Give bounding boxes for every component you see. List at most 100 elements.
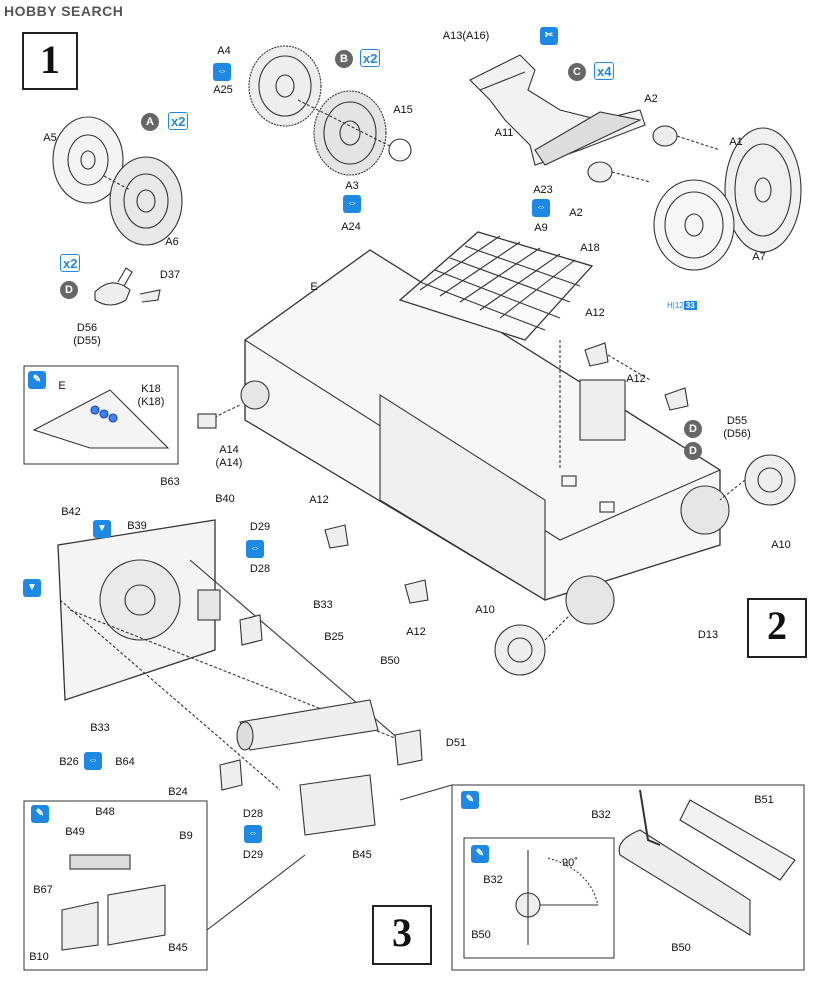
step-number-3: 3 (372, 905, 432, 965)
part-label: D28 (249, 563, 271, 575)
exhaust-b50 (236, 699, 379, 751)
part-label: (D55) (73, 335, 101, 347)
part-label: D13 (697, 629, 719, 641)
bushing-a2-upper (652, 125, 721, 151)
part-label: A10 (475, 604, 495, 616)
part-label: B10 (29, 951, 49, 963)
part-label: A1 (729, 136, 743, 148)
part-label: B32 (483, 874, 503, 886)
part-label: A3 (345, 180, 359, 192)
part-label: A6 (165, 236, 179, 248)
part-label: A24 (341, 221, 361, 233)
part-label: A12 (585, 307, 605, 319)
part-label: A18 (580, 242, 600, 254)
part-label: B50 (380, 655, 400, 667)
idler-a10-right (719, 454, 796, 506)
part-label: B40 (215, 493, 235, 505)
part-label: A5 (43, 132, 57, 144)
road-wheel-a6 (109, 156, 183, 246)
symmetric-part-icon: ⇔ (244, 825, 262, 843)
part-label: D51 (445, 737, 467, 749)
part-label: B26 (59, 756, 79, 768)
glue-icon: ✎ (461, 791, 479, 809)
part-label: A12 (406, 626, 426, 638)
part-label: D55 (726, 415, 748, 427)
box-b45 (299, 774, 376, 836)
part-a12-mid (324, 524, 349, 549)
part-label: B9 (179, 830, 193, 842)
part-label: D29 (242, 849, 264, 861)
part-label: A4 (217, 45, 231, 57)
part-label: B64 (115, 756, 135, 768)
group-badge-d-step2: D (684, 420, 702, 438)
glue-icon: ✎ (28, 371, 46, 389)
idler-a10-left (494, 614, 571, 676)
group-badge-d: D (60, 281, 78, 299)
part-label: A9 (534, 222, 548, 234)
quantity-badge-c: x4 (594, 62, 615, 80)
part-label: B51 (754, 794, 774, 806)
part-label: A2 (569, 207, 583, 219)
part-label: A10 (771, 539, 791, 551)
part-label: B39 (127, 520, 147, 532)
part-label: A11 (494, 127, 514, 139)
glue-icon: ✎ (31, 805, 49, 823)
part-a12-low (404, 579, 429, 604)
part-label: E (310, 281, 318, 293)
part-label: A23 (533, 184, 553, 196)
part-d28-lower (219, 759, 243, 791)
part-label: D37 (159, 269, 181, 281)
part-label: B50 (471, 929, 491, 941)
road-wheel-a7-rear (724, 127, 802, 253)
part-label: B32 (591, 809, 611, 821)
part-label: (K18) (137, 396, 165, 408)
part-label: B33 (313, 599, 333, 611)
group-badge-d-step2-optional: D (684, 442, 702, 460)
symmetric-part-icon: ⇔ (532, 199, 550, 217)
quantity-badge-b: x2 (360, 49, 381, 67)
part-label: A15 (393, 104, 413, 116)
symmetric-part-icon: ⇔ (246, 540, 264, 558)
small-part-d56 (94, 267, 161, 306)
angle-label: 90˚ (562, 857, 578, 869)
part-label: B42 (61, 506, 81, 518)
part-label: B45 (168, 942, 188, 954)
quantity-badge-d: x2 (60, 254, 81, 272)
part-label: (D56) (723, 428, 751, 440)
step-number-1: 1 (22, 32, 78, 90)
part-d51 (394, 729, 423, 766)
group-badge-c: C (568, 63, 586, 81)
part-label: A7 (752, 251, 766, 263)
part-label: D29 (249, 521, 271, 533)
hub-cap-a15 (388, 138, 412, 162)
part-label: A14 (219, 444, 239, 456)
group-badge-a: A (141, 113, 159, 131)
part-label: K18 (141, 383, 161, 395)
sprocket-a4 (248, 45, 322, 127)
symmetric-part-icon: ⇔ (343, 195, 361, 213)
part-label: B49 (65, 826, 85, 838)
road-wheel-a7-front (653, 179, 735, 271)
box-b45-detail (61, 854, 166, 951)
part-label: B50 (671, 942, 691, 954)
hull-e (240, 249, 730, 625)
part-label: E (58, 380, 66, 392)
part-a12-top (584, 342, 609, 367)
part-label: B48 (95, 806, 115, 818)
sprocket-a3 (313, 90, 387, 176)
watermark-logo: HOBBY SEARCH (4, 3, 124, 19)
bushing-a2-lower (587, 161, 651, 183)
part-d28-upper (239, 614, 263, 646)
part-label: (A14) (215, 457, 243, 469)
part-label: B33 (90, 722, 110, 734)
drill-hole-icon: ▼ (23, 579, 41, 597)
part-label: B24 (168, 786, 188, 798)
suspension-arm-assembly (469, 54, 646, 166)
step-number-2: 2 (747, 598, 807, 658)
rear-plate-b39 (57, 519, 221, 701)
drill-hole-icon: ▼ (93, 520, 111, 538)
part-label: A12 (626, 373, 646, 385)
symmetric-part-icon: ⇔ (84, 752, 102, 770)
